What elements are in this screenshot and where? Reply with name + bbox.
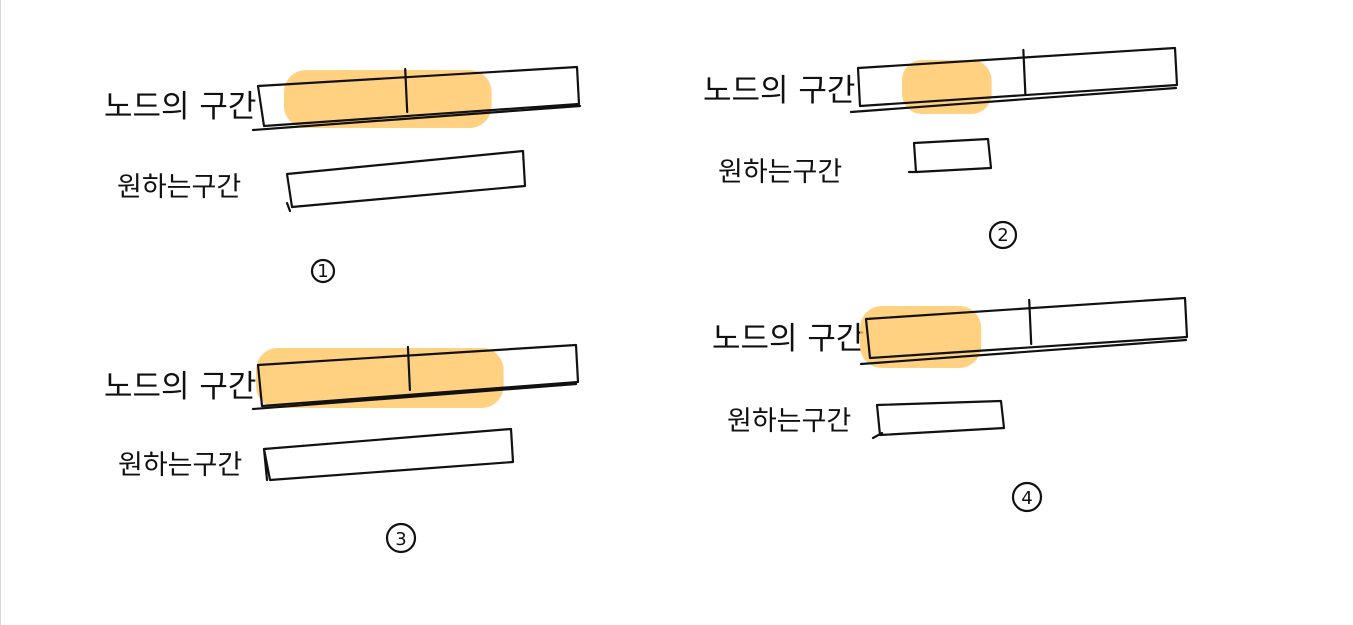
node-range-bar [251, 65, 582, 132]
target-range-label: 원하는구간 [727, 406, 851, 437]
panel-number: 1 [317, 261, 328, 282]
panel-number-circle [1011, 481, 1043, 513]
panel-number-circle [988, 220, 1018, 250]
node-range-bar [849, 46, 1179, 114]
target-range-label: 원하는구간 [718, 157, 842, 188]
node-range-bar [251, 343, 580, 411]
target-range-bar [262, 427, 515, 482]
target-range-bar [907, 137, 993, 174]
node-range-divider [404, 67, 409, 114]
panel-number-circle [310, 258, 336, 284]
node-range-label: 노드의 구간 [712, 321, 864, 357]
target-range-bar [871, 399, 1006, 440]
panel-number: 2 [997, 225, 1008, 246]
target-range-label: 원하는구간 [118, 450, 242, 481]
canvas-left-edge [0, 0, 1, 625]
panel-number-circle [385, 522, 417, 554]
node-range-label: 노드의 구간 [104, 89, 256, 125]
node-range-divider [1028, 298, 1033, 346]
node-range-divider [1022, 48, 1027, 96]
node-range-divider [406, 345, 412, 392]
node-range-highlight [902, 60, 992, 114]
target-range-label: 원하는구간 [117, 172, 241, 203]
panel-2: 노드의 구간 원하는구간 2 [703, 46, 1179, 250]
panel-number: 3 [395, 529, 406, 550]
node-range-label: 노드의 구간 [703, 73, 855, 109]
panel-1: 노드의 구간 원하는구간 1 [104, 65, 582, 284]
node-range-bar [859, 296, 1189, 366]
node-range-label: 노드의 구간 [104, 369, 256, 405]
panel-number: 4 [1021, 488, 1032, 509]
panel-4: 노드의 구간 원하는구간 4 [712, 296, 1189, 513]
target-range-bar [285, 149, 527, 213]
panel-3: 노드의 구간 원하는구간 3 [104, 343, 580, 554]
